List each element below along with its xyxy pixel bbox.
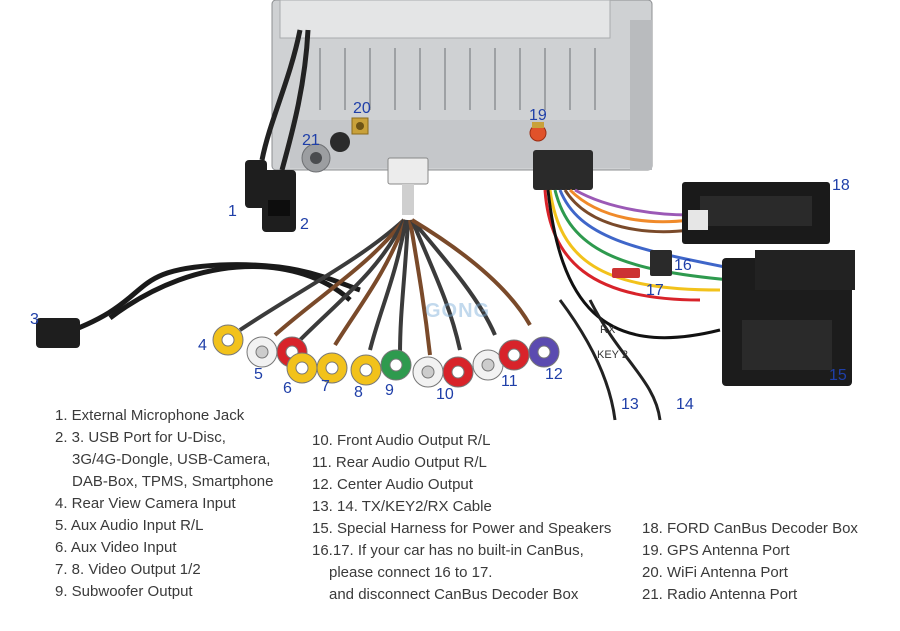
microphone-jack [245, 160, 267, 208]
callout-12: 12 [545, 366, 563, 383]
callout-8: 8 [354, 384, 363, 401]
callout-9: 9 [385, 382, 394, 399]
legend-item: 21. Radio Antenna Port [642, 586, 798, 603]
rca-connectors [212, 324, 560, 388]
rca-front-r [442, 356, 474, 388]
legend-item: and disconnect CanBus Decoder Box [329, 586, 579, 603]
legend-column-3: 18. FORD CanBus Decoder Box 19. GPS Ante… [642, 518, 858, 606]
legend-column-1: 1. External Microphone Jack 2. 3. USB Po… [55, 405, 273, 603]
gps-antenna-port [529, 122, 547, 142]
radio-antenna-port [301, 132, 350, 173]
rca-front-l [412, 356, 444, 388]
microphone-usb-cables [259, 29, 311, 171]
key2-label: KEY 2 [597, 349, 628, 361]
callout-20: 20 [353, 100, 371, 117]
callout-6: 6 [283, 380, 292, 397]
special-harness-connector [722, 250, 855, 386]
callout-11: 11 [501, 373, 518, 390]
legend-item: 2. 3. USB Port for U-Disc, [55, 429, 226, 446]
legend-item: 1. External Microphone Jack [55, 407, 245, 424]
canbus-connector-16 [650, 250, 672, 276]
wifi-antenna-port [351, 117, 369, 135]
rca-aux-audio [246, 336, 278, 368]
callout-13: 13 [621, 396, 639, 413]
legend-item: 6. Aux Video Input [55, 539, 177, 556]
legend-item: 4. Rear View Camera Input [55, 495, 236, 512]
callout-16: 16 [674, 257, 692, 274]
legend-item: 20. WiFi Antenna Port [642, 564, 788, 581]
callout-14: 14 [676, 396, 694, 413]
usb-port-3 [36, 318, 80, 348]
rca-center [528, 336, 560, 368]
rca-video-out-2 [350, 354, 382, 386]
rca-aux-video [286, 352, 318, 384]
canbus-decoder-box [682, 182, 830, 244]
callout-3: 3 [30, 311, 39, 328]
rca-rear-r [498, 339, 530, 371]
callout-21: 21 [302, 132, 320, 149]
legend-item: 18. FORD CanBus Decoder Box [642, 520, 858, 537]
callout-15: 15 [829, 367, 847, 384]
legend-item: 9. Subwoofer Output [55, 583, 193, 600]
legend-item: 15. Special Harness for Power and Speake… [312, 520, 612, 537]
rca-wire-bundle [238, 184, 532, 356]
legend-item: 19. GPS Antenna Port [642, 542, 790, 559]
head-unit-chassis [271, 0, 653, 171]
rca-subwoofer [380, 349, 412, 381]
rca-video-out-1 [316, 352, 348, 384]
callout-17: 17 [646, 282, 664, 299]
legend-item: 11. Rear Audio Output R/L [312, 454, 487, 471]
rx-label: RX [600, 324, 616, 336]
legend-item: 3G/4G-Dongle, USB-Camera, [72, 451, 271, 468]
power-harness-bundle [543, 188, 741, 421]
legend-item: 10. Front Audio Output R/L [312, 432, 491, 449]
rca-rear-l [472, 349, 504, 381]
callout-18: 18 [832, 177, 850, 194]
legend-item: DAB-Box, TPMS, Smartphone [72, 473, 274, 490]
callout-19: 19 [529, 107, 547, 124]
legend-item: 12. Center Audio Output [312, 476, 473, 493]
rca-rear-camera [212, 324, 244, 356]
legend-item: 7. 8. Video Output 1/2 [55, 561, 201, 578]
watermark-text: GONG [425, 300, 491, 322]
callout-7: 7 [321, 378, 330, 395]
callout-1: 1 [228, 203, 237, 220]
legend-item: 16.17. If your car has no built-in CanBu… [312, 542, 584, 559]
callout-4: 4 [198, 337, 207, 354]
canbus-connector-17 [612, 268, 640, 278]
legend-column-2: 10. Front Audio Output R/L 11. Rear Audi… [312, 430, 611, 606]
legend-item: 13. 14. TX/KEY2/RX Cable [312, 498, 492, 515]
callout-5: 5 [254, 366, 263, 383]
callout-10: 10 [436, 386, 454, 403]
callout-2: 2 [300, 216, 309, 233]
legend-item: 5. Aux Audio Input R/L [55, 517, 204, 534]
legend-item: please connect 16 to 17. [329, 564, 493, 581]
rca-harness-connector [387, 157, 429, 185]
main-harness-connector [533, 150, 593, 190]
